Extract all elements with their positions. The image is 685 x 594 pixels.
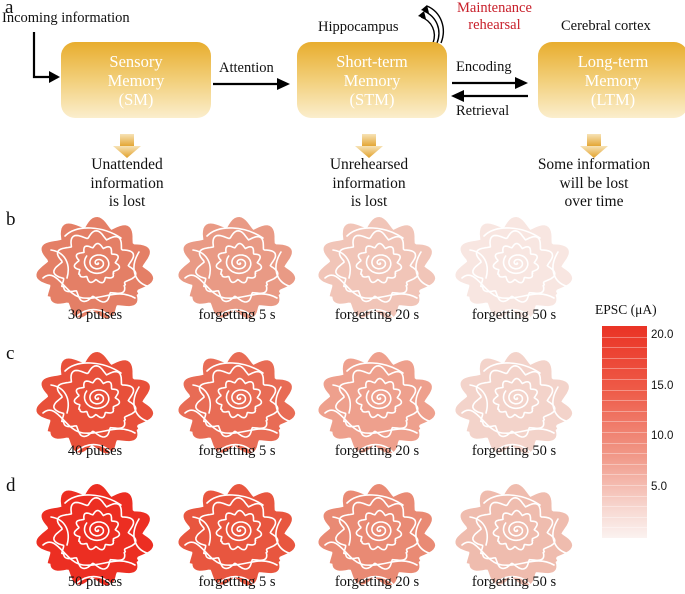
colorbar-tick-label: 20.0	[651, 329, 674, 342]
colorbar-segment	[602, 442, 647, 444]
incoming-information-label: Incoming information	[2, 10, 130, 26]
colorbar	[602, 326, 647, 538]
rose-image	[318, 484, 436, 588]
rose-image	[36, 217, 154, 321]
forgetting-caption: forgetting 5 s	[198, 574, 276, 590]
box-line: Long-term	[577, 51, 649, 71]
down-arrow-sm	[113, 134, 141, 158]
attention-label: Attention	[219, 60, 274, 76]
pulses-caption: 50 pulses	[67, 574, 123, 590]
forgetting-caption: forgetting 20 s	[334, 443, 420, 459]
lost-line: information	[332, 174, 406, 192]
forgetting-caption: forgetting 20 s	[334, 574, 420, 590]
colorbar-segment	[602, 432, 647, 433]
incoming-arrowhead	[49, 71, 60, 83]
lost-text-stm: Unrehearsed information is lost	[309, 156, 429, 212]
rose-image	[318, 352, 436, 456]
forgetting-caption: forgetting 20 s	[334, 307, 420, 323]
encoding-label: Encoding	[456, 59, 512, 75]
maintenance-line: Maintenance	[457, 0, 532, 16]
colorbar-segment	[602, 495, 647, 497]
colorbar-segment	[602, 347, 647, 349]
pulses-caption: 30 pulses	[67, 307, 123, 323]
panel-label-a: a	[5, 0, 14, 18]
rose-image	[178, 484, 296, 588]
box-line: Memory	[343, 70, 401, 90]
lost-text-ltm: Some information will be lost over time	[529, 156, 659, 212]
colorbar-segment	[602, 516, 647, 518]
maintenance-line: rehearsal	[468, 17, 521, 33]
forgetting-caption: forgetting 50 s	[471, 443, 557, 459]
colorbar-segment	[602, 357, 647, 359]
lost-line: is lost	[350, 193, 388, 210]
pulses-caption: 40 pulses	[67, 443, 123, 459]
lost-line: will be lost	[559, 174, 629, 192]
box-line: Memory	[584, 70, 642, 90]
rose-image	[455, 484, 573, 588]
forgetting-caption: forgetting 50 s	[471, 574, 557, 590]
down-arrow-stm	[355, 134, 383, 158]
colorbar-segment	[602, 410, 647, 412]
cerebral-cortex-label: Cerebral cortex	[561, 18, 651, 34]
colorbar-tick-label: 5.0	[651, 480, 667, 493]
rose-image	[455, 217, 573, 321]
colorbar-segment	[602, 421, 647, 423]
box-line: (STM)	[349, 89, 395, 109]
forgetting-caption: forgetting 5 s	[198, 307, 276, 323]
box-line: (SM)	[118, 89, 154, 109]
forgetting-caption: forgetting 50 s	[471, 307, 557, 323]
encoding-arrowhead	[515, 77, 528, 89]
box-line: (LTM)	[590, 89, 636, 109]
lost-line: over time	[564, 193, 624, 210]
colorbar-segment	[602, 453, 647, 455]
colorbar-title: EPSC (μA)	[595, 302, 657, 317]
long-term-memory-box: Long-term Memory (LTM)	[538, 42, 685, 118]
down-arrow-ltm	[580, 134, 608, 158]
rose-image	[178, 352, 296, 456]
forgetting-caption: forgetting 5 s	[198, 443, 276, 459]
rose-image	[36, 484, 154, 588]
colorbar-segment	[602, 368, 647, 370]
colorbar-segment	[602, 485, 647, 486]
rose-image	[318, 217, 436, 321]
box-line: Sensory	[109, 51, 163, 71]
lost-text-sm: Unattended information is lost	[67, 156, 187, 212]
rehearsal-loop-arrow	[420, 5, 445, 44]
lost-line: information	[90, 174, 164, 192]
hippocampus-label: Hippocampus	[318, 19, 399, 35]
lost-line: is lost	[108, 193, 146, 210]
lost-line: Unrehearsed	[329, 156, 409, 173]
box-line: Memory	[107, 70, 165, 90]
colorbar-segment	[602, 336, 647, 338]
lost-line: Unattended	[91, 156, 163, 173]
colorbar-segment	[602, 463, 647, 465]
box-line: Short-term	[336, 51, 408, 71]
attention-arrowhead	[277, 78, 290, 90]
colorbar-segment	[602, 379, 647, 380]
retrieval-arrowhead	[451, 90, 464, 102]
lost-line: Some information	[537, 156, 651, 173]
panel-label-b: b	[6, 209, 16, 230]
colorbar-segment	[602, 474, 647, 476]
colorbar-tick-label: 10.0	[651, 430, 674, 443]
maintenance-rehearsal-label: Maintenance rehearsal	[457, 0, 532, 34]
rose-image	[36, 352, 154, 456]
panel-label-d: d	[6, 475, 16, 496]
colorbar-tick-label: 15.0	[651, 379, 674, 392]
rose-image	[178, 217, 296, 321]
retrieval-label: Retrieval	[456, 103, 510, 119]
panel-label-c: c	[6, 343, 15, 364]
colorbar-segment	[602, 400, 647, 402]
colorbar-segment	[602, 506, 647, 508]
rose-image	[455, 352, 573, 456]
sensory-memory-box: Sensory Memory (SM)	[61, 42, 211, 118]
colorbar-segment	[602, 389, 647, 391]
colorbar-segment	[602, 527, 647, 529]
short-term-memory-box: Short-term Memory (STM)	[297, 42, 447, 118]
